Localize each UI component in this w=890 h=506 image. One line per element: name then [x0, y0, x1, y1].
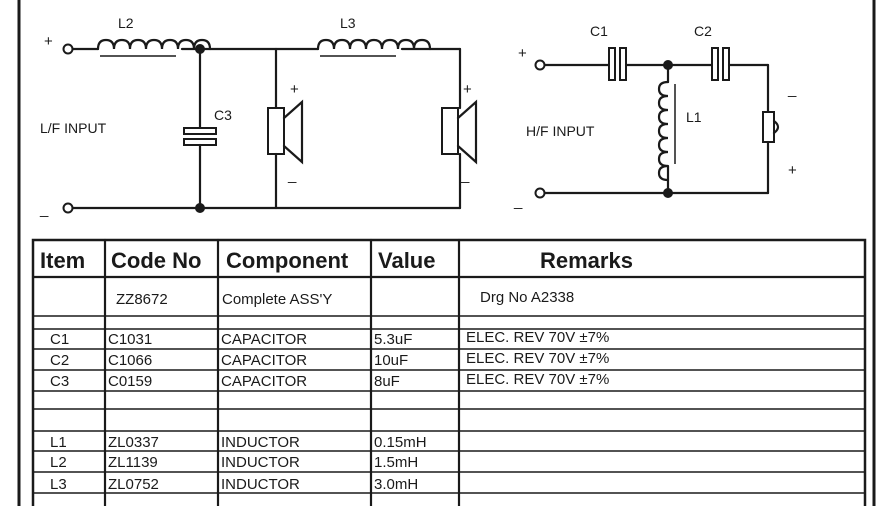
c2-label: C2 [694, 23, 712, 39]
l2-label: L2 [118, 15, 134, 31]
table-row: L1 ZL0337 INDUCTOR 0.15mH [50, 434, 427, 451]
tweeter-plus: + [788, 162, 797, 179]
row-value: 8uF [374, 373, 400, 390]
row-item: C3 [50, 373, 69, 390]
table-row: L3 ZL0752 INDUCTOR 3.0mH [50, 476, 418, 493]
row-value: 3.0mH [374, 476, 418, 493]
inductor-l2 [96, 38, 212, 57]
row-component: CAPACITOR [221, 331, 307, 348]
table-row: C3 C0159 CAPACITOR 8uF ELEC. REV 70V ±7% [50, 371, 609, 390]
speaker1-plus: + [290, 81, 299, 98]
hf-input-terminal-negative [534, 187, 546, 199]
row-component: CAPACITOR [221, 352, 307, 369]
assembly-remarks: Drg No A2338 [480, 289, 574, 306]
table-row: L2 ZL1139 INDUCTOR 1.5mH [50, 454, 418, 471]
table-header-row: Item Code No Component Value Remarks [40, 248, 633, 273]
row-code: C1031 [108, 331, 152, 348]
row-value: 5.3uF [374, 331, 412, 348]
row-component: INDUCTOR [221, 476, 300, 493]
sheet-border [17, 0, 876, 506]
lf-input-label: L/F INPUT [40, 120, 107, 136]
speaker1-minus: _ [287, 167, 297, 184]
row-code: C0159 [108, 373, 152, 390]
tweeter-minus: _ [787, 81, 797, 98]
row-remarks: ELEC. REV 70V ±7% [466, 350, 609, 367]
junction-dot [195, 203, 205, 213]
lf-input-terminal-negative [62, 202, 74, 214]
hf-input-label: H/F INPUT [526, 123, 595, 139]
table-row-assembly: ZZ8672 Complete ASS'Y Drg No A2338 [116, 289, 574, 308]
assembly-component: Complete ASS'Y [222, 291, 332, 308]
inductor-l3 [316, 38, 432, 57]
l1-label: L1 [686, 109, 702, 125]
table-row: C1 C1031 CAPACITOR 5.3uF ELEC. REV 70V ±… [50, 329, 609, 348]
table-row: C2 C1066 CAPACITOR 10uF ELEC. REV 70V ±7… [50, 350, 609, 369]
row-value: 0.15mH [374, 434, 427, 451]
header-value: Value [378, 248, 435, 273]
row-code: C1066 [108, 352, 152, 369]
row-component: INDUCTOR [221, 454, 300, 471]
lf-circuit: + _ L/F INPUT L2 L3 C3 [39, 15, 478, 218]
row-item: C2 [50, 352, 69, 369]
woofer-speaker-2 [441, 99, 478, 165]
lf-minus-sign: _ [39, 201, 49, 218]
row-item: L3 [50, 476, 67, 493]
hf-minus-sign: _ [513, 193, 523, 210]
inductor-l1 [657, 80, 676, 182]
lf-input-terminal-positive [62, 43, 74, 55]
row-component: INDUCTOR [221, 434, 300, 451]
header-item: Item [40, 248, 85, 273]
row-component: CAPACITOR [221, 373, 307, 390]
speaker2-plus: + [463, 81, 472, 98]
row-code: ZL0337 [108, 434, 159, 451]
header-code-no: Code No [111, 248, 201, 273]
header-component: Component [226, 248, 349, 273]
lf-plus-sign: + [44, 33, 53, 50]
row-item: L2 [50, 454, 67, 471]
row-code: ZL0752 [108, 476, 159, 493]
hf-input-terminal-positive [534, 59, 546, 71]
header-remarks: Remarks [540, 248, 633, 273]
tweeter-speaker [762, 111, 780, 143]
row-remarks: ELEC. REV 70V ±7% [466, 329, 609, 346]
hf-circuit: + _ H/F INPUT C1 C2 L1 [513, 23, 797, 210]
l3-label: L3 [340, 15, 356, 31]
row-remarks: ELEC. REV 70V ±7% [466, 371, 609, 388]
row-item: L1 [50, 434, 67, 451]
c1-label: C1 [590, 23, 608, 39]
parts-table: Item Code No Component Value Remarks ZZ8… [31, 238, 867, 506]
speaker2-minus: _ [460, 167, 470, 184]
assembly-code: ZZ8672 [116, 291, 168, 308]
row-code: ZL1139 [108, 454, 158, 471]
row-value: 10uF [374, 352, 408, 369]
woofer-speaker-1 [267, 99, 304, 165]
row-item: C1 [50, 331, 69, 348]
capacitor-c3 [183, 127, 217, 146]
capacitor-c1 [608, 47, 627, 81]
hf-plus-sign: + [518, 45, 527, 62]
c3-label: C3 [214, 107, 232, 123]
row-value: 1.5mH [374, 454, 418, 471]
capacitor-c2 [711, 47, 730, 81]
